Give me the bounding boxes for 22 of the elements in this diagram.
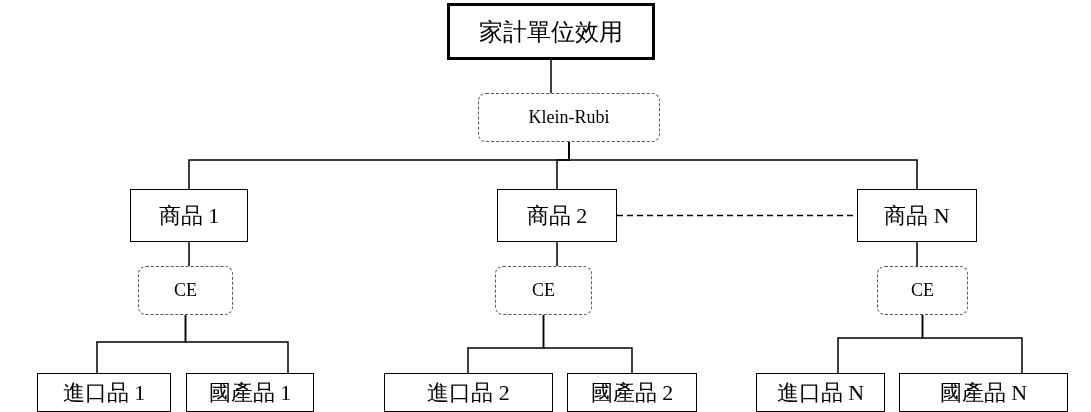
connector-line xyxy=(916,241,918,267)
connector-line xyxy=(184,314,289,374)
category-box: 商品 N xyxy=(857,189,977,242)
product-box: 進口品 1 xyxy=(37,373,171,412)
function-box: CE xyxy=(138,266,233,315)
product-box: 國產品 2 xyxy=(567,373,697,412)
connector-line xyxy=(542,314,633,374)
top-box: 家計單位效用 xyxy=(447,3,655,60)
function-box: CE xyxy=(877,266,968,315)
product-box: 國產品 1 xyxy=(186,373,314,412)
connector-line xyxy=(550,59,552,94)
category-box: 商品 1 xyxy=(130,189,248,242)
connector-line xyxy=(568,141,918,190)
connector-line xyxy=(556,241,558,267)
function-box: Klein-Rubi xyxy=(478,93,660,142)
product-box: 進口品 2 xyxy=(384,373,553,412)
product-box: 進口品 N xyxy=(756,373,885,412)
function-box: CE xyxy=(495,266,592,315)
category-box: 商品 2 xyxy=(497,189,617,242)
connector-line xyxy=(921,314,1023,374)
product-box: 國產品 N xyxy=(899,373,1068,412)
connector-line xyxy=(188,241,190,267)
